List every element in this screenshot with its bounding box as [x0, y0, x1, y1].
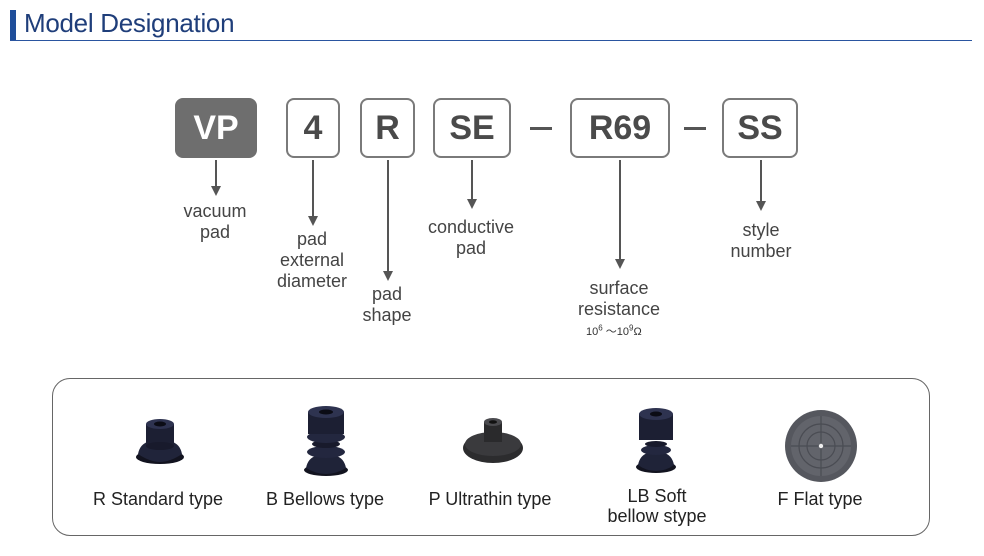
ultrathin-pad-icon	[463, 418, 523, 463]
arrow-line	[471, 160, 473, 200]
label-pad-diameter: pad external diameter	[276, 229, 348, 291]
label-vacuum-pad: vacuum pad	[183, 201, 247, 242]
separator-dash	[684, 127, 706, 130]
arrow-line	[619, 160, 621, 260]
arrow-head	[615, 259, 625, 269]
type-label-standard: R Standard type	[92, 489, 224, 509]
code-box-resistance: R69	[570, 98, 670, 158]
header-accent-bar	[10, 10, 16, 40]
arrow-line	[387, 160, 389, 272]
arrow-line	[760, 160, 762, 202]
code-box-shape: R	[360, 98, 415, 158]
type-label-flat: F Flat type	[777, 489, 863, 509]
code-box-diameter: 4	[286, 98, 340, 158]
bellows-pad-icon	[304, 406, 348, 476]
flat-pad-icon	[785, 410, 857, 482]
code-box-style: SS	[722, 98, 798, 158]
type-label-ultrathin: P Ultrathin type	[428, 489, 552, 509]
code-box-conductive: SE	[433, 98, 511, 158]
soft-bellow-pad-icon	[636, 408, 676, 473]
type-label-soft-bellow: LB Soft bellow stype	[607, 486, 707, 526]
label-style-number: style number	[730, 220, 792, 261]
standard-pad-icon	[136, 419, 184, 464]
arrow-line	[215, 160, 217, 186]
separator-dash	[530, 127, 552, 130]
header-divider	[10, 40, 972, 41]
label-surface-resistance: surface resistance	[577, 278, 661, 319]
type-label-bellows: B Bellows type	[265, 489, 385, 509]
page-title: Model Designation	[24, 8, 235, 38]
arrow-head	[756, 201, 766, 211]
label-conductive-pad: conductive pad	[427, 217, 515, 258]
arrow-line	[312, 160, 314, 217]
arrow-head	[211, 186, 221, 196]
resistance-range: 106 ～109Ω	[586, 323, 642, 338]
label-pad-shape: pad shape	[362, 284, 412, 325]
arrow-head	[308, 216, 318, 226]
arrow-head	[383, 271, 393, 281]
arrow-head	[467, 199, 477, 209]
code-box-vp: VP	[175, 98, 257, 158]
